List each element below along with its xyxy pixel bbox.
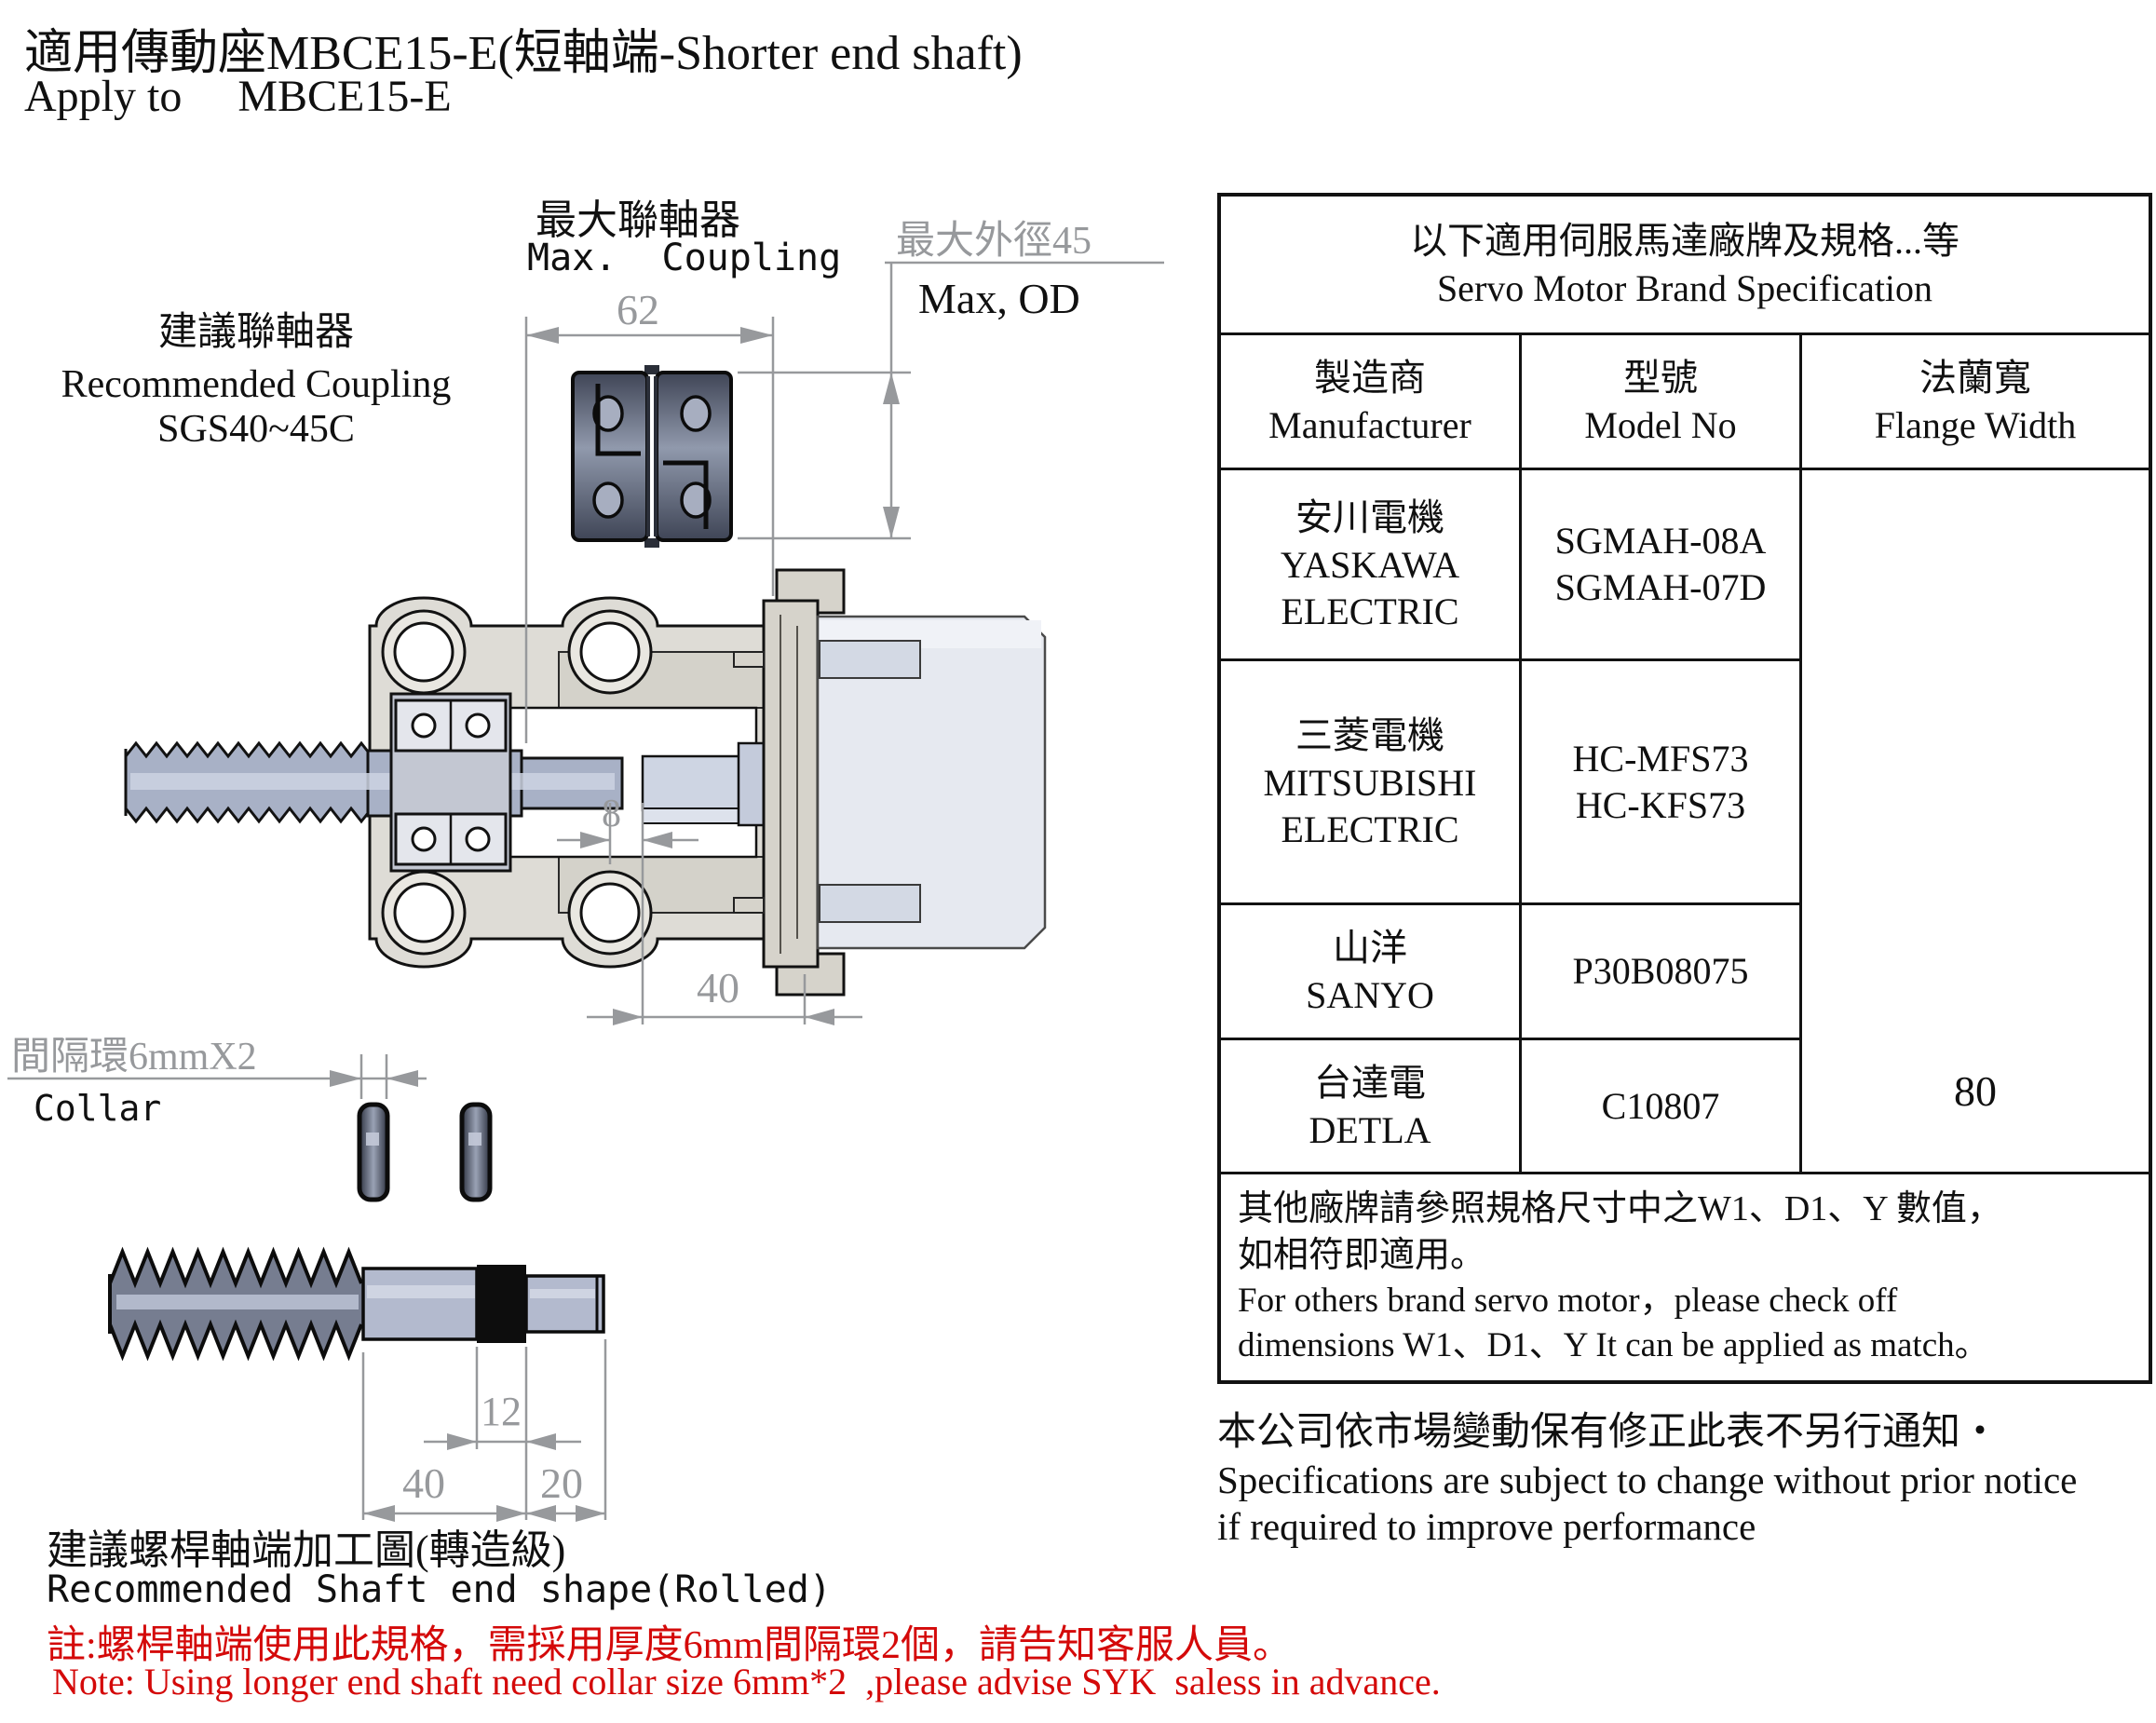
dimension-lines bbox=[7, 261, 1164, 1522]
col-header-manufacturer-en: Manufacturer bbox=[1268, 404, 1471, 446]
servo-motor bbox=[816, 615, 1047, 950]
col-header-manufacturer: 製造商 Manufacturer bbox=[1221, 335, 1522, 470]
col-header-manufacturer-zh: 製造商 bbox=[1314, 357, 1426, 399]
recommended-coupling-label: 建議聯軸器 Recommended Coupling SGS40~45C bbox=[37, 300, 475, 452]
recommended-coupling-en: Recommended Coupling bbox=[61, 363, 452, 406]
max-od-label-en: Max, OD bbox=[918, 275, 1080, 322]
mfr-zh: 台達電 bbox=[1314, 1061, 1426, 1104]
red-note-zh: 註:螺桿軸端使用此規格，需採用厚度6mm間隔環2個，請告知客服人員。 bbox=[47, 1624, 1293, 1667]
model-no: SGMAH-08A bbox=[1554, 520, 1767, 562]
dim-end-step: 12 bbox=[481, 1389, 522, 1434]
dim-coupling-length: 62 bbox=[617, 286, 659, 333]
mfr-zh: 安川電機 bbox=[1295, 496, 1444, 538]
disclaimer-en1: Specifications are subject to change wit… bbox=[1217, 1458, 2078, 1501]
page-title: 適用傳動座MBCE15-E(短軸端-Shorter end shaft) bbox=[24, 27, 1023, 80]
technical-drawing bbox=[7, 261, 1164, 1522]
bearings bbox=[389, 692, 512, 873]
table-title-zh: 以下適用伺服馬達廠牌及規格...等 bbox=[1410, 220, 1959, 262]
table-header-row: 製造商 Manufacturer 型號 Model No 法蘭寬 Flange … bbox=[1221, 335, 2149, 470]
mfr-en1: MITSUBISHI bbox=[1263, 761, 1477, 804]
table-note-zh1: 其他廠牌請參照規格尺寸中之W1、D1、Y 數值， bbox=[1238, 1189, 2002, 1228]
model-no: HC-MFS73 bbox=[1572, 737, 1749, 780]
mfr-en2: ELECTRIC bbox=[1281, 590, 1459, 632]
table-row-yaskawa-mfr: 安川電機 YASKAWA ELECTRIC bbox=[1221, 470, 1522, 661]
collar-rings bbox=[357, 1102, 493, 1202]
red-note-en: Note: Using longer end shaft need collar… bbox=[52, 1661, 1441, 1703]
table-note-row: 其他廠牌請參照規格尺寸中之W1、D1、Y 數值， 如相符即適用。 For oth… bbox=[1221, 1172, 2149, 1380]
disclaimer-zh: 本公司依市場變動保有修正此表不另行通知・ bbox=[1217, 1411, 2000, 1454]
table-row-mitsubishi-mfr: 三菱電機 MITSUBISHI ELECTRIC bbox=[1221, 661, 1522, 905]
table-row-detla-models: C10807 bbox=[1522, 1040, 1802, 1172]
recommended-coupling-zh: 建議聯軸器 bbox=[157, 311, 354, 354]
max-coupling-label-en: Max. Coupling bbox=[527, 237, 842, 279]
mfr-zh: 三菱電機 bbox=[1295, 713, 1444, 756]
page-subtitle: Apply to MBCE15-E bbox=[24, 72, 452, 121]
recommended-coupling-model: SGS40~45C bbox=[157, 408, 355, 451]
model-no: SGMAH-07D bbox=[1554, 566, 1767, 608]
disclaimer-en2: if required to improve performance bbox=[1217, 1505, 1756, 1548]
model-no: HC-KFS73 bbox=[1575, 783, 1746, 826]
bolt-ear bbox=[381, 609, 653, 956]
max-coupling-label-zh: 最大聯軸器 bbox=[536, 197, 740, 243]
col-header-flange: 法蘭寬 Flange Width bbox=[1802, 335, 2149, 470]
model-column: SGMAH-08A SGMAH-07D HC-MFS73 HC-KFS73 P3… bbox=[1522, 470, 1802, 1172]
shaft-shape-label-en: Recommended Shaft end shape(Rolled) bbox=[47, 1568, 832, 1611]
coupling-front-view bbox=[571, 365, 733, 548]
mfr-en1: SANYO bbox=[1306, 974, 1434, 1016]
collar-label-zh: 間隔環6mmX2 bbox=[11, 1036, 257, 1079]
table-note-zh2: 如相符即適用。 bbox=[1238, 1236, 1486, 1275]
servo-motor-spec-table: 以下適用伺服馬達廠牌及規格...等 Servo Motor Brand Spec… bbox=[1217, 193, 2152, 1384]
dim-flange-depth: 40 bbox=[697, 964, 739, 1011]
collar-label-en: Collar bbox=[34, 1088, 162, 1129]
model-no: P30B08075 bbox=[1572, 950, 1749, 992]
table-note-en1: For others brand servo motor，please chec… bbox=[1238, 1282, 1898, 1320]
flange-width-value: 80 bbox=[1954, 1067, 1997, 1115]
mfr-en1: DETLA bbox=[1309, 1108, 1431, 1151]
col-header-flange-en: Flange Width bbox=[1874, 404, 2077, 446]
table-row-sanyo-models: P30B08075 bbox=[1522, 905, 1802, 1040]
shaft-shape-label-zh: 建議螺桿軸端加工圖(轉造級) bbox=[47, 1527, 566, 1573]
table-title-row: 以下適用伺服馬達廠牌及規格...等 Servo Motor Brand Spec… bbox=[1221, 197, 2149, 335]
dim-end-tip: 20 bbox=[540, 1459, 583, 1507]
table-row-sanyo-mfr: 山洋 SANYO bbox=[1221, 905, 1522, 1040]
table-row-yaskawa-models: SGMAH-08A SGMAH-07D bbox=[1522, 470, 1802, 661]
col-header-model: 型號 Model No bbox=[1522, 335, 1802, 470]
flange-width-cell: 80 bbox=[1802, 470, 2149, 1172]
table-row-mitsubishi-models: HC-MFS73 HC-KFS73 bbox=[1522, 661, 1802, 905]
disclaimer-block: 本公司依市場變動保有修正此表不另行通知・ Specifications are … bbox=[1217, 1408, 2149, 1550]
mfr-en1: YASKAWA bbox=[1280, 544, 1460, 586]
table-row-detla-mfr: 台達電 DETLA bbox=[1221, 1040, 1522, 1172]
table-title-en: Servo Motor Brand Specification bbox=[1436, 267, 1933, 309]
dim-end-shank: 40 bbox=[402, 1459, 445, 1507]
model-no: C10807 bbox=[1601, 1084, 1720, 1127]
mfr-en2: ELECTRIC bbox=[1281, 807, 1459, 850]
col-header-model-en: Model No bbox=[1584, 404, 1737, 446]
col-header-flange-zh: 法蘭寬 bbox=[1919, 357, 2031, 399]
mfr-zh: 山洋 bbox=[1333, 927, 1407, 969]
motor-shaft bbox=[641, 741, 770, 827]
max-od-label-zh: 最大外徑45 bbox=[896, 220, 1092, 263]
table-note-en2: dimensions W1、D1、Y It can be applied as … bbox=[1238, 1326, 1989, 1364]
manufacturer-column: 安川電機 YASKAWA ELECTRIC 三菱電機 MITSUBISHI EL… bbox=[1221, 470, 1522, 1172]
col-header-model-zh: 型號 bbox=[1623, 357, 1698, 399]
end-shaft-drawing bbox=[108, 1246, 605, 1362]
dim-shaft-gap: 8 bbox=[602, 793, 621, 835]
